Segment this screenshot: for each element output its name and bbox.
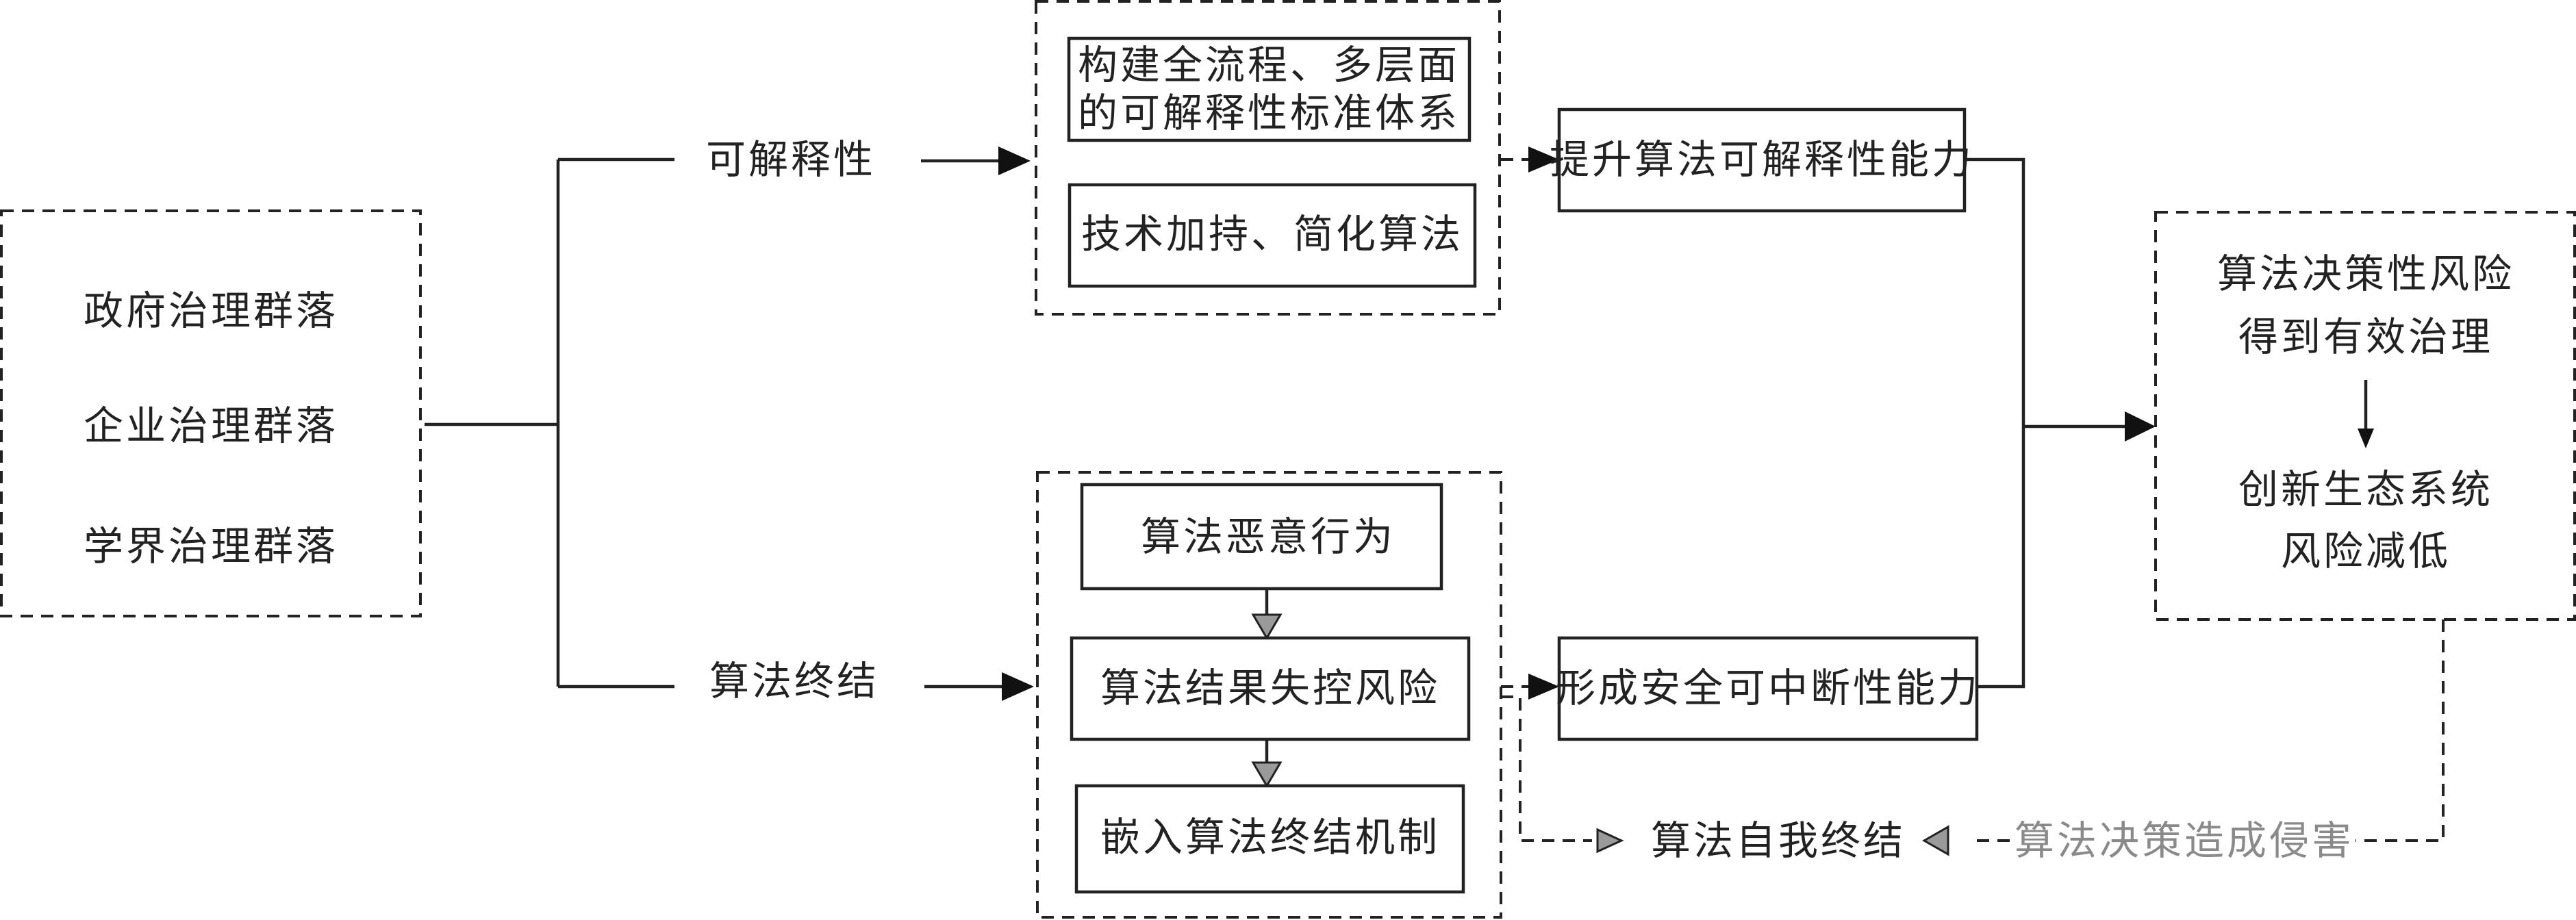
simplify-box [1068, 183, 1477, 288]
node-result-line2: 得到有效治理 [2238, 314, 2493, 360]
embed-box [1074, 784, 1465, 894]
node-eco-line2: 风险减低 [2281, 528, 2451, 574]
node-improve: 提升算法可解释性能力 [1550, 136, 1974, 183]
arrow-harm-head [1921, 825, 1949, 856]
node-eco-line1: 创新生态系统 [2238, 466, 2493, 513]
node-result-line1: 算法决策性风险 [2217, 251, 2514, 297]
arrow-malicious-head [1251, 613, 1283, 640]
node-standard-line1: 构建全流程、多层面 [1078, 42, 1460, 88]
feedback-harm-line [2356, 619, 2445, 842]
outofcontrol-box [1070, 636, 1471, 741]
node-ent: 企业治理群落 [84, 402, 338, 449]
node-embed: 嵌入算法终结机制 [1100, 814, 1440, 860]
node-interrupt: 形成安全可中断性能力 [1556, 665, 1980, 711]
node-outofcontrol: 算法结果失控风险 [1100, 665, 1440, 711]
node-standard-line2: 的可解释性标准体系 [1078, 90, 1460, 136]
termination-group-box [1036, 471, 1502, 919]
connector-merge [1965, 157, 2126, 689]
feedback-self-line [1501, 695, 1592, 842]
improve-box [1557, 107, 1967, 213]
node-simplify: 技术加持、简化算法 [1081, 211, 1463, 257]
arrow-termination-head [1002, 672, 1034, 701]
node-malicious: 算法恶意行为 [1141, 513, 1396, 560]
arrow-to-result-head [2125, 411, 2156, 442]
arrow-to-improve-head [1528, 146, 1559, 172]
arrow-to-interrupt-head [1528, 674, 1559, 700]
connector-bracket [425, 157, 674, 689]
governance-group-box [0, 209, 422, 617]
node-termination: 算法终结 [709, 658, 879, 704]
arrow-result-eco-head [2358, 429, 2374, 448]
standard-box [1067, 36, 1472, 142]
arrow-explainability-head [998, 146, 1031, 175]
interrupt-box [1557, 636, 1979, 741]
malicious-box [1080, 483, 1443, 591]
node-harm: 算法决策造成侵害 [2015, 817, 2354, 864]
explainability-group-box [1035, 0, 1501, 316]
arrow-self-head [1596, 828, 1624, 854]
node-gov: 政府治理群落 [84, 288, 338, 334]
result-group-box [2154, 211, 2576, 621]
node-aca: 学界治理群落 [84, 523, 338, 570]
node-explainability: 可解释性 [706, 136, 876, 183]
arrow-outofcontrol-head [1251, 761, 1283, 788]
node-self-termination: 算法自我终结 [1651, 817, 1906, 864]
